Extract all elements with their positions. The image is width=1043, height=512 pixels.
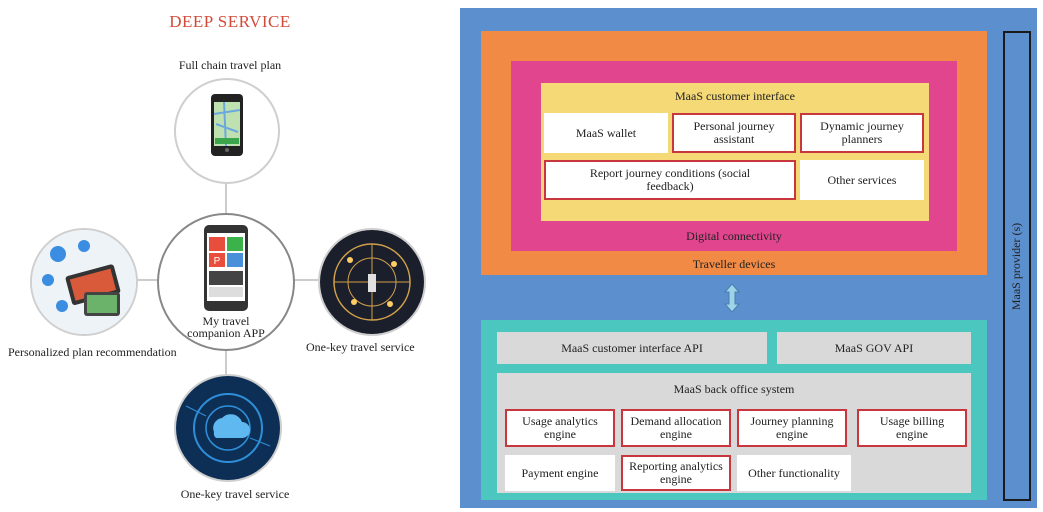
usage-analytics-box: Usage analytics engine (505, 409, 615, 447)
travel-companion-app-circle: P My travel companion APP (157, 213, 295, 351)
back-office-system: MaaS back office system Usage analytics … (497, 373, 971, 493)
maas-architecture-diagram: MaaS provider (s) MaaS customer interfac… (460, 8, 1037, 508)
customer-interface-layer: MaaS customer interface MaaS wallet Pers… (541, 83, 929, 221)
smartphone-app-icon: P (204, 225, 248, 311)
left-caption: Personalized plan recommendation (8, 345, 177, 359)
maas-wallet-box: MaaS wallet (544, 113, 668, 153)
diagram-title: DEEP SERVICE (169, 12, 291, 31)
other-services-box: Other services (800, 160, 924, 200)
journey-assistant-box: Personal journey assistant (672, 113, 796, 153)
full-chain-travel-plan-circle (174, 78, 280, 184)
payment-engine-box: Payment engine (505, 455, 615, 491)
digital-connectivity-label: Digital connectivity (686, 229, 782, 243)
center-label-line1: My travel (202, 314, 250, 328)
maas-provider-label: MaaS provider (s) (1009, 222, 1024, 310)
customer-api-box: MaaS customer interface API (497, 332, 767, 364)
back-office-layer: MaaS customer interface API MaaS GOV API… (481, 320, 987, 500)
demand-allocation-box: Demand allocation engine (621, 409, 731, 447)
traveller-devices-label: Traveller devices (692, 257, 776, 271)
smartphone-map-icon (211, 94, 243, 156)
customer-interface-label: MaaS customer interface (675, 89, 795, 103)
one-key-travel-right-circle (318, 228, 426, 336)
gov-api-box: MaaS GOV API (777, 332, 971, 364)
usage-billing-box: Usage billing engine (857, 409, 967, 447)
other-functionality-box: Other functionality (737, 455, 851, 491)
maas-provider-column: MaaS provider (s) (1003, 31, 1031, 501)
dynamic-planners-box: Dynamic journey planners (800, 113, 924, 153)
center-label-line2: companion APP (187, 326, 265, 340)
devices-icon (32, 230, 136, 334)
cloud-network-icon (176, 376, 280, 480)
back-office-label: MaaS back office system (673, 382, 795, 396)
bottom-caption: One-key travel service (180, 487, 290, 501)
journey-planning-box: Journey planning engine (737, 409, 847, 447)
report-conditions-box: Report journey conditions (social feedba… (544, 160, 796, 200)
right-caption: One-key travel service (306, 340, 415, 354)
traveller-devices-layer: MaaS customer interface MaaS wallet Pers… (481, 31, 987, 275)
reporting-analytics-box: Reporting analytics engine (621, 455, 731, 491)
center-label: My travel companion APP (159, 315, 293, 339)
personalized-plan-circle (30, 228, 138, 336)
one-key-travel-bottom-circle (174, 374, 282, 482)
digital-connectivity-layer: MaaS customer interface MaaS wallet Pers… (511, 61, 957, 251)
network-globe-icon (320, 230, 424, 334)
deep-service-diagram: DEEP SERVICE Full chain travel plan P (0, 0, 455, 512)
double-arrow-icon (723, 283, 741, 313)
top-caption: Full chain travel plan (178, 58, 282, 72)
svg-text:P: P (214, 256, 221, 267)
